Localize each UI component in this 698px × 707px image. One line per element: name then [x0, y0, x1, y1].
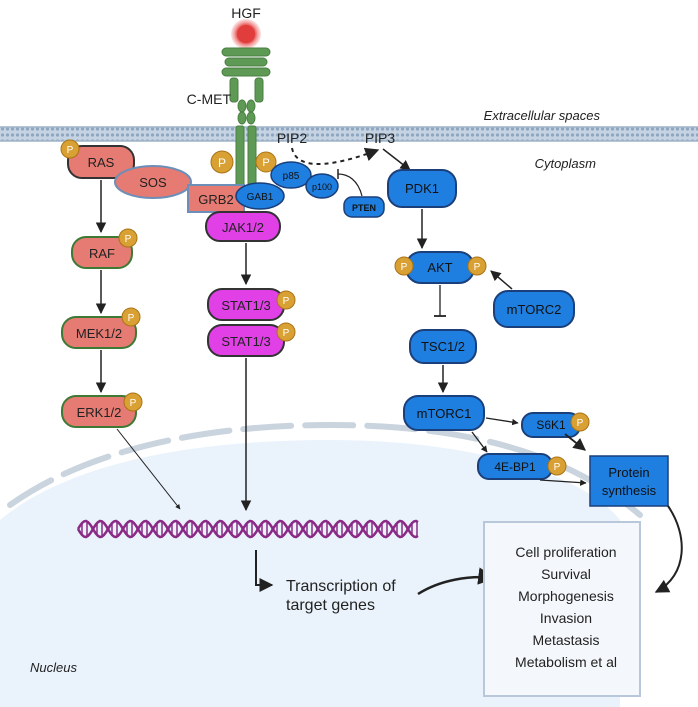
- svg-text:RAF: RAF: [89, 246, 115, 261]
- 4e-bp1-phospho: P: [547, 456, 567, 476]
- raf-node: RAF: [71, 236, 133, 269]
- svg-text:P: P: [67, 145, 74, 156]
- svg-text:p85: p85: [283, 171, 300, 182]
- protein-synthesis-to-outcomes-arrow: [654, 505, 683, 593]
- svg-text:P: P: [577, 418, 584, 429]
- svg-text:ERK1/2: ERK1/2: [77, 405, 122, 420]
- ras-node: RAS: [67, 145, 135, 179]
- pten-inhibition: [337, 173, 363, 197]
- receptor-phospho-right: P: [255, 151, 277, 173]
- cytoplasm-label: Cytoplasm: [535, 156, 597, 171]
- svg-text:PDK1: PDK1: [405, 181, 439, 196]
- s6k1-phospho: P: [570, 412, 590, 432]
- stat-node-bottom: STAT1/3: [207, 324, 285, 357]
- svg-text:P: P: [128, 313, 135, 324]
- svg-text:STAT1/3: STAT1/3: [221, 298, 270, 313]
- akt-node: AKT: [405, 251, 475, 284]
- sos-node: SOS: [114, 165, 192, 199]
- extracellular-label: Extracellular spaces: [484, 108, 601, 123]
- outcome-item: Morphogenesis: [518, 588, 614, 604]
- svg-text:Protein: Protein: [608, 465, 649, 480]
- svg-text:P: P: [401, 262, 408, 273]
- nucleus-label: Nucleus: [30, 660, 77, 675]
- svg-text:PTEN: PTEN: [352, 203, 376, 213]
- ras-phospho: P: [60, 139, 80, 159]
- stat-bottom-phospho: P: [276, 322, 296, 342]
- pip3-to-pdk1-arrow: [382, 148, 411, 171]
- stat-top-phospho: P: [276, 290, 296, 310]
- svg-text:RAS: RAS: [88, 155, 115, 170]
- svg-text:P: P: [262, 157, 269, 169]
- c-met-receptor: [221, 47, 271, 199]
- svg-text:S6K1: S6K1: [536, 418, 566, 432]
- svg-text:GRB2: GRB2: [198, 192, 233, 207]
- mek-node: MEK1/2: [61, 316, 137, 349]
- svg-text:P: P: [218, 156, 226, 170]
- svg-text:JAK1/2: JAK1/2: [222, 220, 264, 235]
- pip3-label: PIP3: [365, 130, 396, 146]
- outcome-item: Survival: [541, 566, 591, 582]
- 4e-bp1-node: 4E-BP1: [477, 453, 553, 480]
- p100-node: p100: [305, 173, 339, 199]
- svg-text:P: P: [125, 234, 132, 245]
- stat-node-top: STAT1/3: [207, 288, 285, 321]
- svg-text:synthesis: synthesis: [602, 483, 657, 498]
- erk-node: ERK1/2: [61, 395, 137, 428]
- outcome-item: Cell proliferation: [515, 544, 616, 560]
- svg-text:GAB1: GAB1: [247, 192, 274, 203]
- outcome-item: Metastasis: [533, 632, 600, 648]
- mek-phospho: P: [121, 307, 141, 327]
- pten-node: PTEN: [343, 196, 385, 218]
- grb2-node: GRB2: [187, 184, 245, 213]
- svg-text:mTORC1: mTORC1: [417, 406, 472, 421]
- outcome-item: Metabolism et al: [515, 654, 617, 670]
- akt-phospho-left: P: [394, 256, 414, 276]
- pdk1-node: PDK1: [387, 169, 457, 208]
- mtorc1-node: mTORC1: [403, 395, 485, 431]
- transcription-arrow: [255, 550, 274, 592]
- tsc-node: TSC1/2: [409, 329, 477, 364]
- mtorc2-to-akt-arrow: [490, 270, 513, 290]
- svg-text:TSC1/2: TSC1/2: [421, 339, 465, 354]
- cell-membrane: [0, 126, 698, 142]
- svg-text:SOS: SOS: [139, 175, 167, 190]
- hgf-label: HGF: [231, 5, 261, 21]
- pip2-label: PIP2: [277, 130, 308, 146]
- erk-phospho: P: [123, 392, 143, 412]
- protein-synthesis-box: Protein synthesis: [589, 455, 669, 507]
- svg-text:AKT: AKT: [427, 260, 452, 275]
- raf-phospho: P: [118, 228, 138, 248]
- receptor-phospho-left: P: [210, 150, 234, 174]
- svg-text:P: P: [554, 462, 561, 473]
- svg-text:P: P: [474, 262, 481, 273]
- svg-text:STAT1/3: STAT1/3: [221, 334, 270, 349]
- gab1-node: GAB1: [235, 182, 285, 210]
- mtorc2-node: mTORC2: [493, 290, 575, 328]
- c-met-label: C-MET: [187, 91, 232, 107]
- svg-text:4E-BP1: 4E-BP1: [494, 460, 536, 474]
- outcome-item: Invasion: [540, 610, 592, 626]
- dna-helix: [76, 519, 419, 539]
- erk-to-dna-arrow: [116, 428, 181, 510]
- svg-text:mTORC2: mTORC2: [507, 302, 562, 317]
- pip2-to-pip3-arrow: [291, 147, 380, 165]
- transcription-line1: Transcription of: [286, 578, 396, 595]
- svg-text:P: P: [283, 328, 290, 339]
- svg-text:P: P: [130, 398, 137, 409]
- svg-text:P: P: [283, 296, 290, 307]
- akt-phospho-right: P: [467, 256, 487, 276]
- transcription-line2: target genes: [286, 597, 375, 614]
- outcomes-box: Cell proliferation Survival Morphogenesi…: [483, 521, 641, 697]
- p85-node: p85: [270, 161, 312, 189]
- svg-text:p100: p100: [312, 182, 332, 192]
- svg-text:MEK1/2: MEK1/2: [76, 326, 122, 341]
- jak-node: JAK1/2: [205, 211, 281, 242]
